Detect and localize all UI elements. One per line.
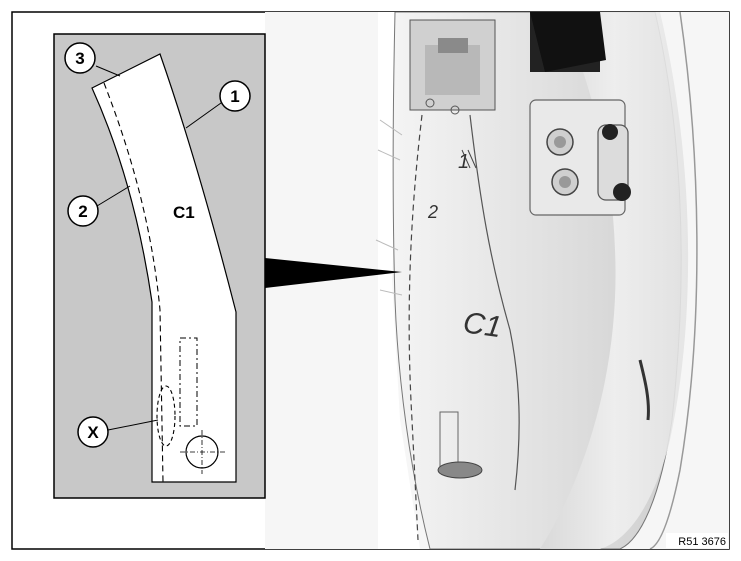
detail-part-label: C1	[173, 203, 195, 222]
callout-1	[219, 80, 251, 112]
area-x-oval	[156, 385, 176, 447]
photo-mark-c1: C1	[461, 306, 504, 344]
photo-mark-1: 1	[458, 151, 469, 173]
callout-3	[64, 42, 96, 74]
pointer-wedge	[265, 258, 402, 288]
photo-mark-2: 2	[427, 202, 438, 222]
detail-inset: C1 3 1 2 X	[53, 33, 266, 499]
callout-x-label: X	[87, 423, 99, 442]
callout-3-label: 3	[75, 49, 84, 68]
callout-1-label: 1	[230, 87, 239, 106]
callout-x	[77, 416, 109, 448]
callout-2	[67, 195, 99, 227]
photo-area: 1 2 C1	[265, 12, 729, 549]
figure-id: R51 3676	[678, 536, 726, 548]
c1-strip	[91, 53, 237, 483]
callout-2-label: 2	[78, 202, 87, 221]
